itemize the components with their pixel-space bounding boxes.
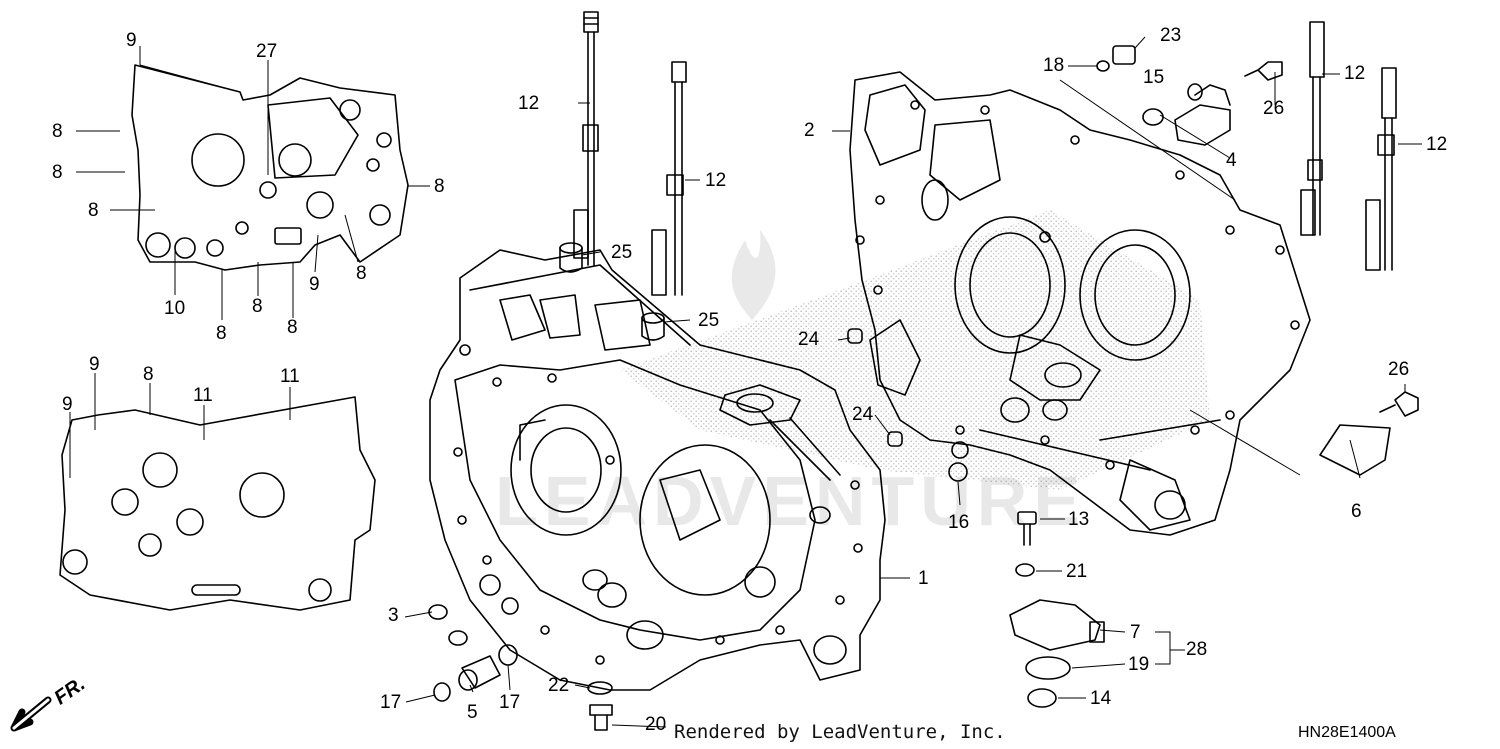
callout-2: 2 bbox=[804, 120, 815, 141]
callout-9: 9 bbox=[89, 354, 100, 375]
callout-26: 26 bbox=[1263, 98, 1285, 119]
bolt-26b bbox=[1379, 391, 1419, 417]
callout-28: 28 bbox=[1186, 639, 1208, 660]
callout-8: 8 bbox=[252, 296, 263, 317]
callout-12: 12 bbox=[518, 93, 540, 114]
dowel-pin-24a bbox=[847, 328, 863, 344]
callout-12: 12 bbox=[1426, 134, 1448, 155]
callout-8: 8 bbox=[52, 162, 63, 183]
leader-lines bbox=[69, 36, 1422, 728]
screen-14 bbox=[1027, 688, 1057, 708]
strainer-6 bbox=[1319, 424, 1391, 476]
callout-26: 26 bbox=[1388, 359, 1410, 380]
callout-14: 14 bbox=[1090, 688, 1112, 709]
callout-1: 1 bbox=[918, 568, 929, 589]
crankcase-left-1 bbox=[429, 249, 886, 691]
callout-21: 21 bbox=[1066, 561, 1088, 582]
washer-15 bbox=[1142, 108, 1164, 126]
plug-5 bbox=[458, 655, 501, 691]
callout-24: 24 bbox=[798, 329, 820, 350]
stud-bolt-right-1 bbox=[1300, 21, 1325, 236]
drain-bolt-20 bbox=[589, 704, 613, 731]
washer-18 bbox=[1096, 60, 1110, 72]
callout-8: 8 bbox=[434, 176, 445, 197]
callout-25: 25 bbox=[698, 310, 720, 331]
callout-27: 27 bbox=[256, 41, 278, 62]
callout-17: 17 bbox=[380, 692, 402, 713]
callout-25: 25 bbox=[611, 242, 633, 263]
stud-bolt-left-2 bbox=[651, 61, 687, 296]
crankcase-right-2 bbox=[849, 71, 1311, 536]
callout-8: 8 bbox=[287, 317, 298, 338]
washer-21 bbox=[1015, 563, 1035, 577]
o-ring-16 bbox=[948, 462, 968, 482]
callout-8: 8 bbox=[143, 364, 154, 385]
dowel-pin-24b bbox=[887, 431, 903, 447]
gasket-11 bbox=[59, 396, 376, 611]
callout-6: 6 bbox=[1351, 501, 1362, 522]
callout-19: 19 bbox=[1128, 654, 1150, 675]
callout-3: 3 bbox=[388, 605, 399, 626]
diagram-code: HN28E1400A bbox=[1298, 724, 1396, 741]
callout-20: 20 bbox=[645, 714, 667, 735]
callout-7: 7 bbox=[1130, 622, 1141, 643]
gasket-27 bbox=[131, 64, 409, 271]
breather-4 bbox=[1174, 83, 1231, 146]
callout-8: 8 bbox=[356, 263, 367, 284]
callout-8: 8 bbox=[88, 200, 99, 221]
callout-9: 9 bbox=[309, 274, 320, 295]
o-ring-3 bbox=[428, 604, 468, 646]
direction-arrow-icon bbox=[10, 696, 52, 732]
callout-9: 9 bbox=[62, 394, 73, 415]
callout-11: 11 bbox=[280, 366, 300, 387]
o-ring-17a bbox=[433, 682, 451, 702]
o-ring-19 bbox=[1025, 656, 1071, 680]
callout-12: 12 bbox=[1344, 63, 1366, 84]
callout-15: 15 bbox=[1143, 67, 1165, 88]
callout-10: 10 bbox=[164, 298, 186, 319]
bolt-13 bbox=[1017, 511, 1037, 546]
callout-8: 8 bbox=[52, 121, 63, 142]
callout-18: 18 bbox=[1043, 55, 1065, 76]
bolt-26a bbox=[1244, 61, 1283, 81]
callout-12: 12 bbox=[705, 170, 727, 191]
callout-17: 17 bbox=[499, 692, 521, 713]
callout-4: 4 bbox=[1226, 150, 1237, 171]
callout-5: 5 bbox=[467, 702, 478, 723]
callout-23: 23 bbox=[1160, 25, 1182, 46]
callout-16: 16 bbox=[948, 512, 970, 533]
callout-8: 8 bbox=[216, 323, 227, 344]
collar-23 bbox=[1112, 45, 1136, 65]
callout-9: 9 bbox=[126, 30, 137, 51]
callout-22: 22 bbox=[548, 675, 570, 696]
render-credit: Rendered by LeadVenture, Inc. bbox=[674, 721, 1006, 743]
callout-24: 24 bbox=[852, 404, 874, 425]
callout-13: 13 bbox=[1068, 509, 1090, 530]
stud-bolt-left-1 bbox=[573, 11, 599, 266]
stud-bolt-right-2 bbox=[1365, 67, 1397, 271]
callout-11: 11 bbox=[193, 385, 213, 406]
cover-7 bbox=[1009, 599, 1105, 651]
